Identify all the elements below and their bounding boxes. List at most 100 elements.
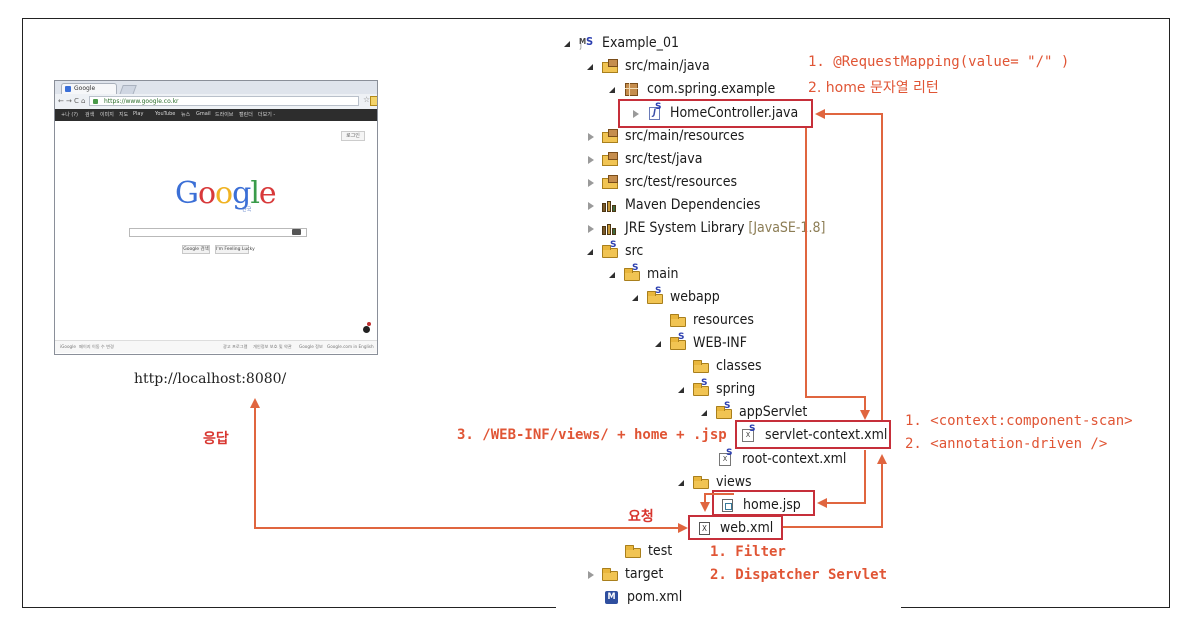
spring-folder-icon: S <box>670 332 687 351</box>
folder-icon <box>693 475 710 490</box>
browser-tab[interactable]: Google <box>61 83 117 94</box>
tree-row[interactable]: S WEB-INF <box>654 332 747 353</box>
google-logo: Google <box>175 176 277 211</box>
expand-toggle-icon[interactable] <box>700 408 709 417</box>
expand-toggle-icon[interactable] <box>608 85 617 94</box>
expand-toggle-icon[interactable] <box>654 339 663 348</box>
star-icon[interactable]: ☆ <box>363 95 371 104</box>
tree-row[interactable]: JRE System Library [JavaSE-1.8] <box>586 218 825 238</box>
tree-label: JRE System Library <box>625 220 745 236</box>
login-button[interactable]: 로그인 <box>341 131 365 141</box>
expand-toggle-icon[interactable] <box>608 270 617 279</box>
source-folder-icon <box>602 128 619 144</box>
gbar-item[interactable]: 이미지 <box>100 112 114 118</box>
google-search-button[interactable]: Google 검색 <box>182 245 210 254</box>
browser-tab-title: Google <box>74 85 96 92</box>
tree-row[interactable]: Maven Dependencies <box>586 195 760 215</box>
gbar-item[interactable]: 더보기 - <box>258 112 276 118</box>
gbar-item[interactable]: +나 (?) <box>61 112 78 118</box>
gbar-item[interactable]: Gmail <box>196 111 211 117</box>
collapse-toggle-icon[interactable] <box>631 109 640 118</box>
tree-label: com.spring.example <box>647 81 776 97</box>
source-folder-icon <box>602 174 619 190</box>
tree-row[interactable]: S webapp <box>631 286 720 307</box>
tree-label: test <box>648 543 673 559</box>
tree-row[interactable]: resources <box>670 310 754 330</box>
tree-row[interactable]: src/test/java <box>586 149 702 169</box>
gbar-item[interactable]: 뉴스 <box>181 112 191 118</box>
tree-row[interactable]: src/test/resources <box>586 172 737 192</box>
tree-row[interactable]: classes <box>693 356 762 376</box>
tree-row[interactable]: target <box>586 564 663 584</box>
collapse-toggle-icon[interactable] <box>586 570 595 579</box>
gbar-item[interactable]: 지도 <box>119 112 129 118</box>
tree-row[interactable]: com.spring.example <box>608 79 775 99</box>
spring-folder-icon: S <box>693 378 710 397</box>
forward-arrow-icon[interactable]: → <box>66 97 72 105</box>
footer-link[interactable]: 개인정보 보호 및 약관 <box>253 344 292 349</box>
expand-toggle-icon[interactable] <box>586 247 595 256</box>
tree-row[interactable]: M pom.xml <box>604 587 682 607</box>
collapse-toggle-icon[interactable] <box>586 155 595 164</box>
tree-label: web.xml <box>720 520 774 536</box>
feeling-lucky-button[interactable]: I'm Feeling Lucky <box>215 245 255 254</box>
expand-toggle-icon[interactable] <box>586 62 595 71</box>
tree-row[interactable]: views <box>677 472 752 492</box>
tree-row[interactable]: X web.xml <box>697 518 773 538</box>
tree-label: appServlet <box>739 404 808 420</box>
footer-link[interactable]: iGoogle <box>60 344 76 349</box>
spring-folder-icon: S <box>716 401 733 420</box>
gbar-item[interactable]: 검색 <box>85 112 95 118</box>
tree-label: Maven Dependencies <box>625 197 761 213</box>
tree-row[interactable]: src/main/resources <box>586 126 744 146</box>
back-arrow-icon[interactable]: ← <box>58 97 64 105</box>
annotation-annotation-driven: 2. <annotation-driven /> <box>905 436 1108 452</box>
tree-label: src/test/resources <box>625 174 738 190</box>
footer-link[interactable]: 광고 프로그램 <box>223 344 248 349</box>
gbar-item[interactable]: 드라이브 <box>215 112 234 118</box>
label-response: 응답 <box>203 431 229 447</box>
tree-row[interactable]: S appServlet <box>700 401 808 422</box>
gbar-item[interactable]: YouTube <box>155 111 176 117</box>
browser-address-row: ← → C ⌂ https://www.google.co.kr ☆ <box>55 94 377 110</box>
tree-row[interactable]: S src <box>586 240 643 261</box>
browser-url-text: https://www.google.co.kr <box>104 98 179 105</box>
tree-label: views <box>716 474 752 490</box>
folder-icon <box>602 567 619 582</box>
label-request: 요청 <box>628 509 654 525</box>
keyboard-icon[interactable] <box>292 229 301 235</box>
collapse-toggle-icon[interactable] <box>586 201 595 210</box>
expand-toggle-icon[interactable] <box>677 478 686 487</box>
wrench-icon[interactable] <box>370 96 377 106</box>
expand-toggle-icon[interactable] <box>677 385 686 394</box>
maven-pom-icon: M <box>604 590 621 605</box>
highlight-home-controller <box>618 99 813 128</box>
logo-region-label: 한국 <box>242 207 252 213</box>
browser-url-bar[interactable]: https://www.google.co.kr <box>89 96 359 106</box>
home-icon[interactable]: ⌂ <box>81 97 86 105</box>
expand-toggle-icon[interactable] <box>631 293 640 302</box>
collapse-toggle-icon[interactable] <box>586 178 595 187</box>
tree-row[interactable]: test <box>625 541 672 561</box>
reload-icon[interactable]: C <box>74 97 79 105</box>
gbar-item[interactable]: 캘린더 <box>239 112 253 118</box>
google-search-input[interactable] <box>129 228 307 237</box>
gbar-item[interactable]: Play <box>133 111 144 117</box>
tree-label: Example_01 <box>602 35 679 51</box>
collapse-toggle-icon[interactable] <box>586 224 595 233</box>
expand-toggle-icon[interactable] <box>563 39 572 48</box>
footer-link[interactable]: Google 정보 <box>299 344 323 349</box>
tree-row[interactable]: S main <box>608 263 678 284</box>
footer-link[interactable]: Google.com in English <box>327 344 374 349</box>
tree-row[interactable]: src/main/java <box>586 56 710 76</box>
annotation-filter: 1. Filter <box>710 544 786 560</box>
footer-link[interactable]: 페이지 이동 수 변경 <box>79 344 114 349</box>
tree-row[interactable]: S spring <box>677 378 755 399</box>
browser-tab-bar: Google <box>55 81 377 95</box>
collapse-toggle-icon[interactable] <box>586 132 595 141</box>
